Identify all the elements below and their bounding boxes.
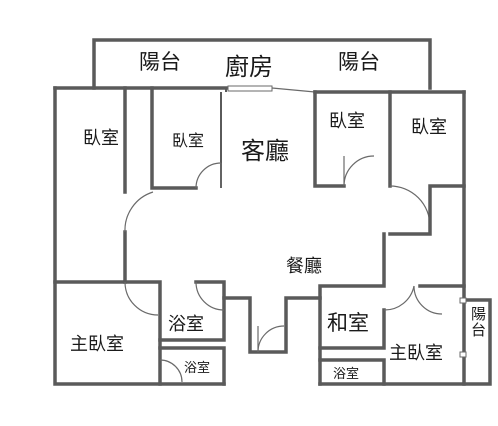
bathroom-left-door bbox=[195, 281, 225, 311]
bathroom-right-wall bbox=[318, 358, 386, 386]
side-window-bottom bbox=[459, 351, 467, 358]
side-window-top bbox=[459, 297, 467, 304]
bedroom-center-right-door bbox=[343, 155, 375, 187]
bedroom-left-wall bbox=[150, 86, 198, 190]
room-bedroom-center-right: 臥室 bbox=[329, 111, 365, 132]
kitchen-window-line bbox=[271, 87, 316, 93]
entrance-wall bbox=[222, 296, 322, 354]
bedroom-center-right-wall bbox=[313, 90, 346, 188]
room-bathroom-right: 浴室 bbox=[333, 367, 360, 382]
bathroom-left-small-wall bbox=[158, 346, 226, 386]
bedroom-far-right-lower bbox=[388, 184, 466, 236]
side-balcony-wall bbox=[462, 298, 492, 386]
bathroom-left-wall bbox=[158, 280, 226, 342]
room-bathroom-left: 浴室 bbox=[168, 314, 204, 335]
kitchen-window bbox=[227, 85, 273, 92]
room-living: 客廳 bbox=[241, 137, 289, 165]
room-master-bedroom-right: 主臥室 bbox=[389, 343, 443, 364]
outer-wall-left bbox=[53, 86, 226, 386]
bedroom-far-right-door bbox=[389, 185, 431, 227]
room-bedroom-left: 臥室 bbox=[172, 131, 205, 150]
japanese-room-door bbox=[383, 285, 415, 311]
entrance-door bbox=[257, 325, 285, 353]
room-master-bedroom-left: 主臥室 bbox=[70, 334, 124, 355]
master-right-wall bbox=[318, 284, 466, 386]
room-bedroom-far-left: 臥室 bbox=[83, 128, 119, 149]
room-dining: 餐廳 bbox=[286, 256, 322, 277]
room-japanese: 和室 bbox=[327, 311, 369, 335]
room-balcony-right: 陽台 bbox=[338, 50, 380, 74]
room-balcony-side: 陽台 bbox=[469, 306, 487, 338]
partition-left-lower bbox=[123, 280, 162, 386]
room-bedroom-far-right: 臥室 bbox=[411, 117, 447, 138]
room-kitchen: 廚房 bbox=[225, 53, 273, 81]
room-bathroom-left-small: 浴室 bbox=[184, 361, 211, 376]
bathroom-small-door bbox=[159, 359, 183, 383]
bedroom-far-left-lower bbox=[53, 230, 127, 284]
japanese-room-wall bbox=[318, 308, 386, 350]
bedroom-far-left-door bbox=[124, 191, 154, 233]
partition-right-lower bbox=[318, 232, 386, 386]
room-balcony-left: 陽台 bbox=[139, 50, 181, 74]
master-right-door bbox=[413, 285, 443, 315]
bedroom-left-door bbox=[195, 162, 222, 189]
master-left-door bbox=[124, 281, 159, 316]
balcony-top-wall bbox=[92, 38, 432, 90]
